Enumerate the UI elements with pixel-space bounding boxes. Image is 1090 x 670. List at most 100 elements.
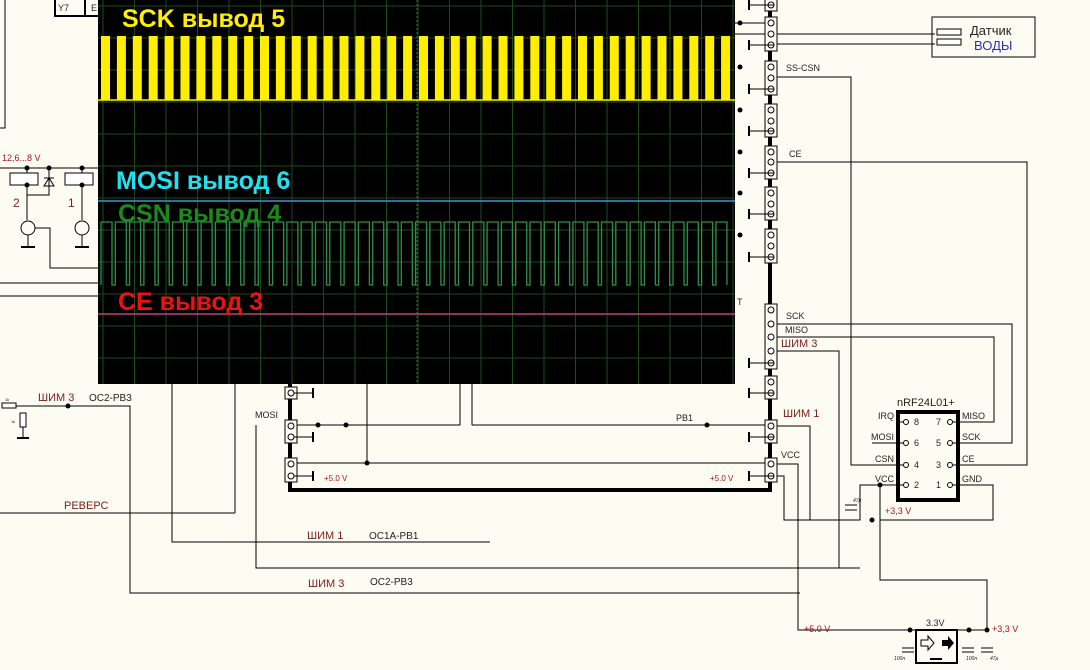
regulator-title: 3.3V xyxy=(926,618,945,628)
sck-pulse xyxy=(434,36,444,100)
relay-coil-2 xyxy=(9,172,39,186)
sck-pulse xyxy=(148,36,158,100)
module-pin-number: 5 xyxy=(936,438,941,448)
junction-dot xyxy=(79,165,85,171)
connector-pin xyxy=(287,422,295,430)
junction-dot xyxy=(24,182,30,188)
nrf24-module: nRF24L01+ IRQ8MOSI6CSN4VCC2MISO7SCK5CE3G… xyxy=(845,397,985,516)
connector-pin xyxy=(767,347,775,355)
sck-pulse xyxy=(387,36,397,100)
sck-pulse xyxy=(514,36,524,100)
module-pin-number: 6 xyxy=(914,438,919,448)
connector-pin xyxy=(287,460,295,468)
junction-dot xyxy=(737,149,743,155)
sck-pulse xyxy=(546,36,556,100)
cap-label: 100n xyxy=(894,656,905,662)
sck-pulse xyxy=(275,36,285,100)
label-reverse: РЕВЕРС xyxy=(64,500,109,512)
channel-label-ce: CE вывод 3 xyxy=(118,288,263,316)
resistor-label: 1k xyxy=(5,397,9,402)
module-pin-number: 4 xyxy=(914,460,919,470)
connector-pin xyxy=(767,63,775,71)
connector-pin xyxy=(767,148,775,156)
sck-pulse xyxy=(244,36,254,100)
module-pin-name: VCC xyxy=(875,474,895,484)
junction-dot xyxy=(343,422,349,428)
connector-pin xyxy=(767,460,775,468)
junction-dot xyxy=(984,627,990,633)
sck-pulse xyxy=(530,36,540,100)
ic-label-y7: Y7 xyxy=(58,3,69,13)
sck-pulse xyxy=(673,36,683,100)
module-pin-number: 2 xyxy=(914,480,919,490)
junction-dot xyxy=(364,460,370,466)
module-pin-name: SCK xyxy=(962,432,981,442)
sck-pulse xyxy=(705,36,715,100)
csn-trace xyxy=(100,221,728,286)
module-pin-name: IRQ xyxy=(878,411,894,421)
cap-label: 100n xyxy=(966,656,977,662)
sck-pulse xyxy=(228,36,238,100)
connector-pin xyxy=(287,389,295,397)
module-pin xyxy=(947,462,953,468)
label-t: T xyxy=(737,297,743,307)
junctions xyxy=(24,20,990,633)
channel-label-mosi: MOSI вывод 6 xyxy=(116,167,290,195)
junction-dot xyxy=(737,64,743,70)
sck-pulse xyxy=(498,36,508,100)
connector-pin xyxy=(767,333,775,341)
left-pwm3: ШИМ 3 xyxy=(38,392,74,404)
sck-pulse xyxy=(482,36,492,100)
junction-dot xyxy=(46,165,52,171)
module-cap-label: 47μ xyxy=(853,498,862,504)
connector-pin xyxy=(767,189,775,197)
connector-pin xyxy=(287,472,295,480)
junction-dot xyxy=(24,165,30,171)
label-pb1: PB1 xyxy=(676,413,693,423)
junction-dot xyxy=(737,232,743,238)
junction-dot xyxy=(737,107,743,113)
module-pin xyxy=(903,482,909,488)
junction-dot xyxy=(65,403,71,409)
module-pin-name: CE xyxy=(962,454,975,464)
label-sck: SCK xyxy=(786,311,805,321)
sck-pulse xyxy=(164,36,174,100)
connector-pin xyxy=(767,74,775,82)
sck-pulse xyxy=(371,36,381,100)
connector-pin xyxy=(767,231,775,239)
sck-pulse xyxy=(132,36,142,100)
connector-pin xyxy=(767,306,775,314)
module-pin-number: 1 xyxy=(936,480,941,490)
sck-pulse xyxy=(291,36,301,100)
regulator-out-label: +3,3 V xyxy=(992,624,1018,634)
sck-pulse xyxy=(260,36,269,100)
connector-pin xyxy=(767,117,775,125)
sck-pulse xyxy=(196,36,206,100)
module-pin-number: 3 xyxy=(936,460,941,470)
label-pwm3: ШИМ 3 xyxy=(781,338,817,350)
connector-pin xyxy=(767,19,775,27)
connector-pin xyxy=(767,106,775,114)
connector-pin xyxy=(767,200,775,208)
sck-pulse xyxy=(339,36,349,100)
water-sensor: Датчик ВОДЫ xyxy=(931,16,1036,58)
connector-pin xyxy=(767,422,775,430)
relay-voltage: 12,6...8 V xyxy=(2,153,41,163)
sck-pulse xyxy=(466,36,476,100)
module-pin xyxy=(947,419,953,425)
connector-pin xyxy=(767,30,775,38)
junction-dot xyxy=(877,482,883,488)
module-supply: +3,3 V xyxy=(885,506,911,516)
sck-pulse xyxy=(625,36,635,100)
module-pin xyxy=(903,419,909,425)
regulator-in-arrow-icon xyxy=(920,634,935,652)
junction-dot xyxy=(315,422,321,428)
label-ce: CE xyxy=(789,149,802,159)
module-pin xyxy=(903,462,909,468)
module-pin-number: 7 xyxy=(936,417,941,427)
module-pin-name: MOSI xyxy=(871,432,894,442)
connector-pin xyxy=(767,158,775,166)
bottom-pwm1: ШИМ 1 xyxy=(307,530,343,542)
label-5v-left: +5.0 V xyxy=(324,474,348,483)
